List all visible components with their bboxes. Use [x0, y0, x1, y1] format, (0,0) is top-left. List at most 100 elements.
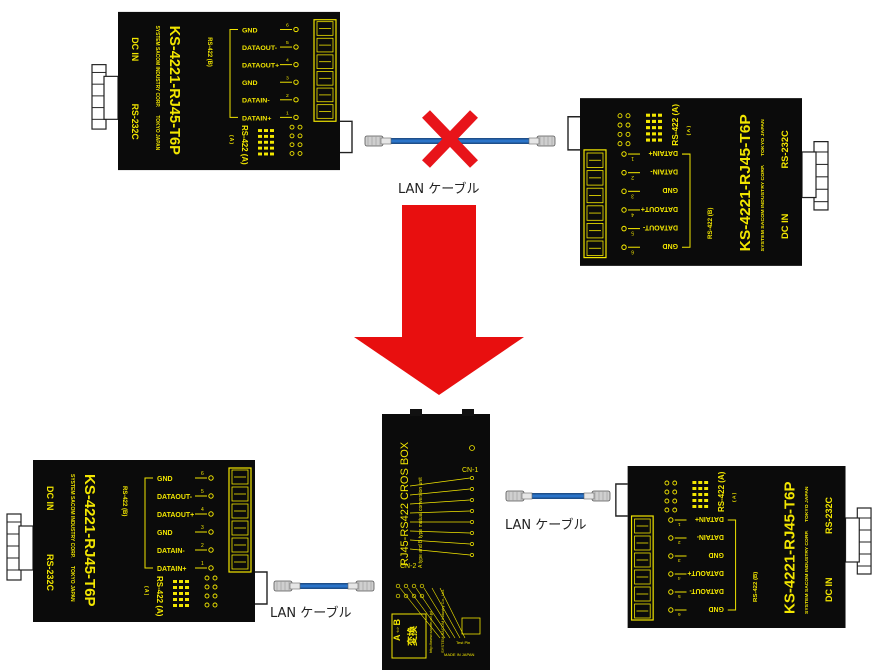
svg-text:RS-422 (B): RS-422 (B) — [206, 37, 212, 67]
down-arrow-icon — [354, 205, 524, 395]
svg-text:RS-422 (B): RS-422 (B) — [707, 208, 714, 239]
svg-text:3: 3 — [286, 75, 289, 81]
svg-text:SYSTEM SACOM INDUSTRY CORP.: SYSTEM SACOM INDUSTRY CORP. — [154, 26, 160, 108]
svg-text:GND: GND — [662, 186, 678, 194]
svg-text:DATAOUT+: DATAOUT+ — [157, 512, 194, 519]
svg-text:RJ45-RS422 CROS BOX: RJ45-RS422 CROS BOX — [399, 441, 411, 566]
svg-text:4: 4 — [201, 507, 204, 513]
svg-text:5: 5 — [201, 489, 204, 495]
svg-text:1: 1 — [201, 561, 204, 567]
svg-text:DC IN: DC IN — [130, 37, 140, 61]
svg-text:RS-422 (B): RS-422 (B) — [121, 486, 127, 516]
svg-text:KS-4221-RJ45-T6P: KS-4221-RJ45-T6P — [737, 114, 754, 251]
svg-text:2: 2 — [286, 93, 289, 99]
converter-top-right: KS-4221-RJ45-T6P SYSTEM SACOM INDUSTRY CO… — [567, 98, 829, 266]
converter-body — [33, 460, 255, 622]
cable-label-bottom-right: LAN ケーブル — [505, 518, 587, 533]
svg-text:5: 5 — [286, 40, 289, 46]
svg-text:2: 2 — [631, 174, 634, 180]
svg-text:RS-232C: RS-232C — [130, 104, 140, 141]
cable-label-top: LAN ケーブル — [398, 182, 480, 197]
svg-text:3: 3 — [678, 557, 681, 563]
svg-text:6: 6 — [678, 611, 681, 617]
svg-text:CN-1: CN-1 — [462, 467, 478, 474]
svg-text:Test Pin: Test Pin — [456, 640, 470, 645]
converter-body — [118, 11, 340, 171]
svg-text:GND: GND — [242, 27, 258, 34]
svg-text:SYSTEM SACOM INDUSTRY CORP.: SYSTEM SACOM INDUSTRY CORP. — [69, 474, 75, 558]
svg-text:DC IN: DC IN — [780, 214, 790, 239]
svg-text:DATAOUT+: DATAOUT+ — [687, 569, 724, 576]
svg-text:TOKYO JAPAN: TOKYO JAPAN — [69, 566, 75, 602]
svg-text:RS-422 (A): RS-422 (A) — [671, 104, 680, 146]
svg-text:RS-232C: RS-232C — [45, 554, 55, 592]
svg-text:6: 6 — [286, 23, 289, 29]
svg-text:変換: 変換 — [406, 625, 419, 646]
svg-text:RS-422 (A): RS-422 (A) — [717, 471, 726, 512]
svg-text:2: 2 — [678, 539, 681, 545]
converter-body — [627, 466, 846, 628]
svg-text:DATAIN-: DATAIN- — [650, 168, 678, 176]
svg-text:DC IN: DC IN — [45, 486, 55, 511]
svg-text:MADE IN JAPAN: MADE IN JAPAN — [444, 652, 474, 657]
svg-text:TOKYO JAPAN: TOKYO JAPAN — [154, 115, 160, 150]
lan-cable-bottom-left — [273, 580, 375, 592]
svg-text:SYSTEM SACOM Industry Co., Ltd: SYSTEM SACOM Industry Co., Ltd. — [440, 589, 445, 653]
svg-text:5: 5 — [678, 593, 681, 599]
svg-text:DATAOUT-: DATAOUT- — [689, 587, 724, 594]
svg-text:DATAIN-: DATAIN- — [696, 533, 724, 540]
svg-text:GND: GND — [242, 80, 258, 87]
svg-text:DATAOUT+: DATAOUT+ — [242, 63, 279, 70]
svg-text:A type and B type mutual conve: A type and B type mutual conversion unit — [418, 477, 424, 568]
svg-text:2: 2 — [201, 543, 204, 549]
svg-text:GND: GND — [709, 605, 724, 612]
svg-text:KS-4221-RJ45-T6P: KS-4221-RJ45-T6P — [166, 26, 182, 155]
svg-text:CN-2: CN-2 — [400, 563, 416, 570]
svg-text:RS-232C: RS-232C — [824, 496, 834, 534]
svg-text:KS-4221-RJ45-T6P: KS-4221-RJ45-T6P — [81, 474, 98, 607]
lan-cable-top — [364, 135, 556, 147]
svg-text:SYSTEM SACOM INDUSTRY CORP.: SYSTEM SACOM INDUSTRY CORP. — [804, 530, 810, 614]
svg-text:( A ): ( A ) — [228, 135, 234, 144]
svg-text:SYSTEM SACOM INDUSTRY CORP.: SYSTEM SACOM INDUSTRY CORP. — [760, 164, 766, 251]
svg-text:DATAIN+: DATAIN+ — [242, 115, 271, 122]
svg-text:RS-422 (B): RS-422 (B) — [753, 572, 759, 602]
svg-text:3: 3 — [631, 192, 634, 198]
converter-bottom-left: KS-4221-RJ45-T6P SYSTEM SACOM INDUSTRY CO… — [6, 460, 268, 622]
svg-text:6: 6 — [201, 471, 204, 477]
converter-bottom-right: KS-4221-RJ45-T6P SYSTEM SACOM INDUSTRY CO… — [615, 466, 872, 628]
svg-text:RS-422 (A): RS-422 (A) — [240, 125, 249, 165]
svg-text:DATAIN+: DATAIN+ — [695, 515, 724, 522]
svg-text:DATAOUT-: DATAOUT- — [642, 223, 678, 231]
cros-box: RJ45-RS422 CROS BOX A type and B type mut… — [382, 409, 490, 670]
svg-text:1: 1 — [631, 155, 634, 161]
svg-text:DC IN: DC IN — [824, 578, 834, 602]
svg-text:DATAOUT-: DATAOUT- — [242, 45, 278, 52]
svg-text:GND: GND — [709, 551, 724, 558]
svg-text:KS-4221-RJ45-T6P: KS-4221-RJ45-T6P — [783, 481, 799, 614]
svg-text:DATAIN-: DATAIN- — [242, 98, 270, 105]
cross-mark-icon — [422, 110, 478, 168]
svg-text:4: 4 — [678, 575, 681, 581]
svg-text:( A ): ( A ) — [143, 586, 149, 596]
svg-text:4: 4 — [631, 211, 634, 217]
svg-text:RS-232C: RS-232C — [780, 130, 790, 169]
svg-text:DATAOUT+: DATAOUT+ — [641, 205, 678, 213]
svg-text:( A ): ( A ) — [732, 492, 738, 502]
svg-text:RS-422 (A): RS-422 (A) — [155, 576, 164, 617]
svg-text:DATAIN-: DATAIN- — [157, 548, 185, 555]
svg-text:1: 1 — [286, 110, 289, 116]
svg-text:TOKYO JAPAN: TOKYO JAPAN — [804, 486, 810, 522]
svg-text:GND: GND — [662, 242, 678, 250]
svg-text:3: 3 — [201, 525, 204, 531]
lan-cable-bottom-right — [505, 490, 611, 502]
cable-label-bottom-left: LAN ケーブル — [270, 606, 352, 621]
svg-text:DATAOUT-: DATAOUT- — [157, 494, 193, 501]
converter-top-left: KS-4221-RJ45-T6P SYSTEM SACOM INDUSTRY CO… — [91, 11, 353, 171]
svg-text:1: 1 — [678, 521, 681, 527]
svg-text:GND: GND — [157, 530, 173, 537]
svg-text:DATAIN+: DATAIN+ — [157, 566, 187, 573]
svg-text:4: 4 — [286, 58, 289, 64]
svg-text:TOKYO JAPAN: TOKYO JAPAN — [760, 119, 766, 156]
svg-text:A⇔B: A⇔B — [392, 619, 402, 641]
